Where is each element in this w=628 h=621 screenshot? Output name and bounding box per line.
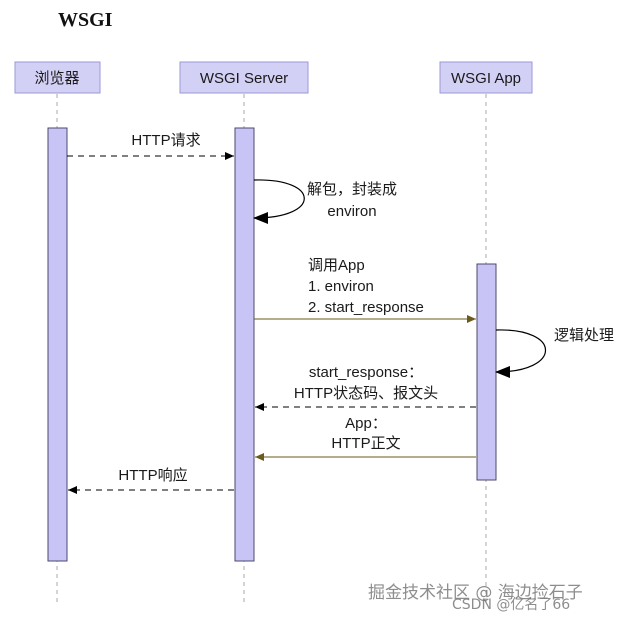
message-app-body: App： HTTP正文	[255, 415, 476, 461]
participant-server-label: WSGI Server	[200, 70, 288, 87]
participant-server: WSGI Server	[179, 61, 309, 94]
call-app-label-line3: 2. start_response	[308, 299, 424, 316]
participant-browser: 浏览器	[14, 61, 101, 94]
call-app-label-line2: 1. environ	[308, 278, 374, 295]
message-logic: 逻辑处理	[495, 327, 614, 378]
logic-self-arrow	[495, 329, 547, 378]
message-http-request: HTTP请求	[67, 132, 234, 160]
activation-app	[476, 263, 497, 481]
app-body-label-line1: App：	[345, 415, 387, 432]
watermark-csdn: CSDN @亿名了66	[452, 597, 570, 613]
message-http-response: HTTP响应	[68, 466, 234, 494]
logic-label: 逻辑处理	[554, 327, 614, 344]
app-body-label-line2: HTTP正文	[331, 435, 400, 452]
diagram-title: WSGI	[58, 9, 113, 31]
watermark-juejin: 掘金技术社区 @ 海边捡石子	[368, 583, 583, 603]
participant-app: WSGI App	[439, 61, 533, 94]
http-request-label: HTTP请求	[131, 132, 200, 149]
unpack-label-line2: environ	[327, 203, 376, 220]
participant-app-label: WSGI App	[451, 70, 521, 87]
participant-browser-label: 浏览器	[34, 70, 79, 87]
activation-server	[234, 127, 255, 562]
http-response-label: HTTP响应	[118, 466, 187, 484]
unpack-label-line1: 解包，封装成	[307, 181, 397, 198]
message-call-app: 调用App 1. environ 2. start_response	[254, 257, 476, 323]
activation-browser	[47, 127, 68, 562]
start-response-label-line2: HTTP状态码、报文头	[294, 385, 438, 402]
unpack-self-arrow	[253, 179, 305, 224]
message-start-response: start_response： HTTP状态码、报文头	[255, 364, 476, 411]
call-app-label-line1: 调用App	[308, 257, 365, 274]
start-response-label-line1: start_response：	[309, 364, 423, 381]
message-unpack: 解包，封装成 environ	[253, 179, 397, 224]
